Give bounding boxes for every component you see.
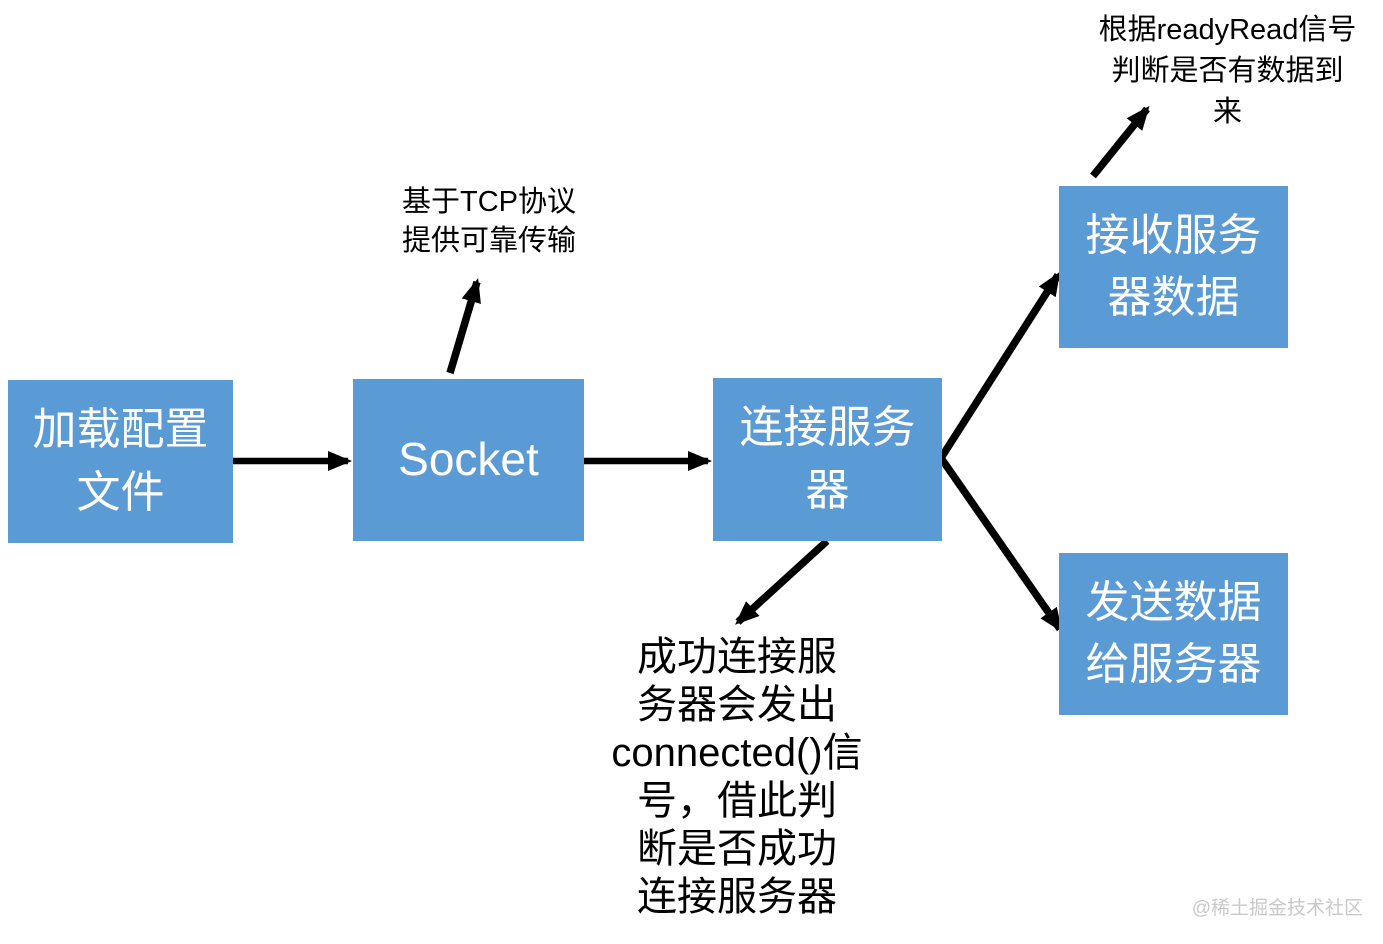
arrow-connect-to-receive — [937, 271, 1062, 461]
annotation-tcp: 基于TCP协议 提供可靠传输 — [401, 186, 576, 257]
node-receive-data: 接收服务 器数据 — [1059, 186, 1288, 348]
node-load-config: 加载配置 文件 — [8, 380, 233, 543]
node-socket: Socket — [353, 379, 584, 541]
node-send-data: 发送数据 给服务器 — [1059, 553, 1288, 715]
arrow-connect-to-send — [937, 455, 1064, 633]
watermark-juejin: @稀土掘金技术社区 — [1191, 898, 1363, 919]
node-connect-server: 连接服务 器 — [713, 378, 942, 541]
arrow-socket-to-tcp-note — [446, 278, 481, 375]
arrow-connect-to-connected-note — [735, 538, 830, 625]
annotation-connected-signal: 成功连接服 务器会发出 connected()信 号，借此判 断是否成功 连接服… — [611, 635, 863, 919]
annotation-readyread: 根据readyRead信号 判断是否有数据到 来 — [1098, 14, 1357, 128]
